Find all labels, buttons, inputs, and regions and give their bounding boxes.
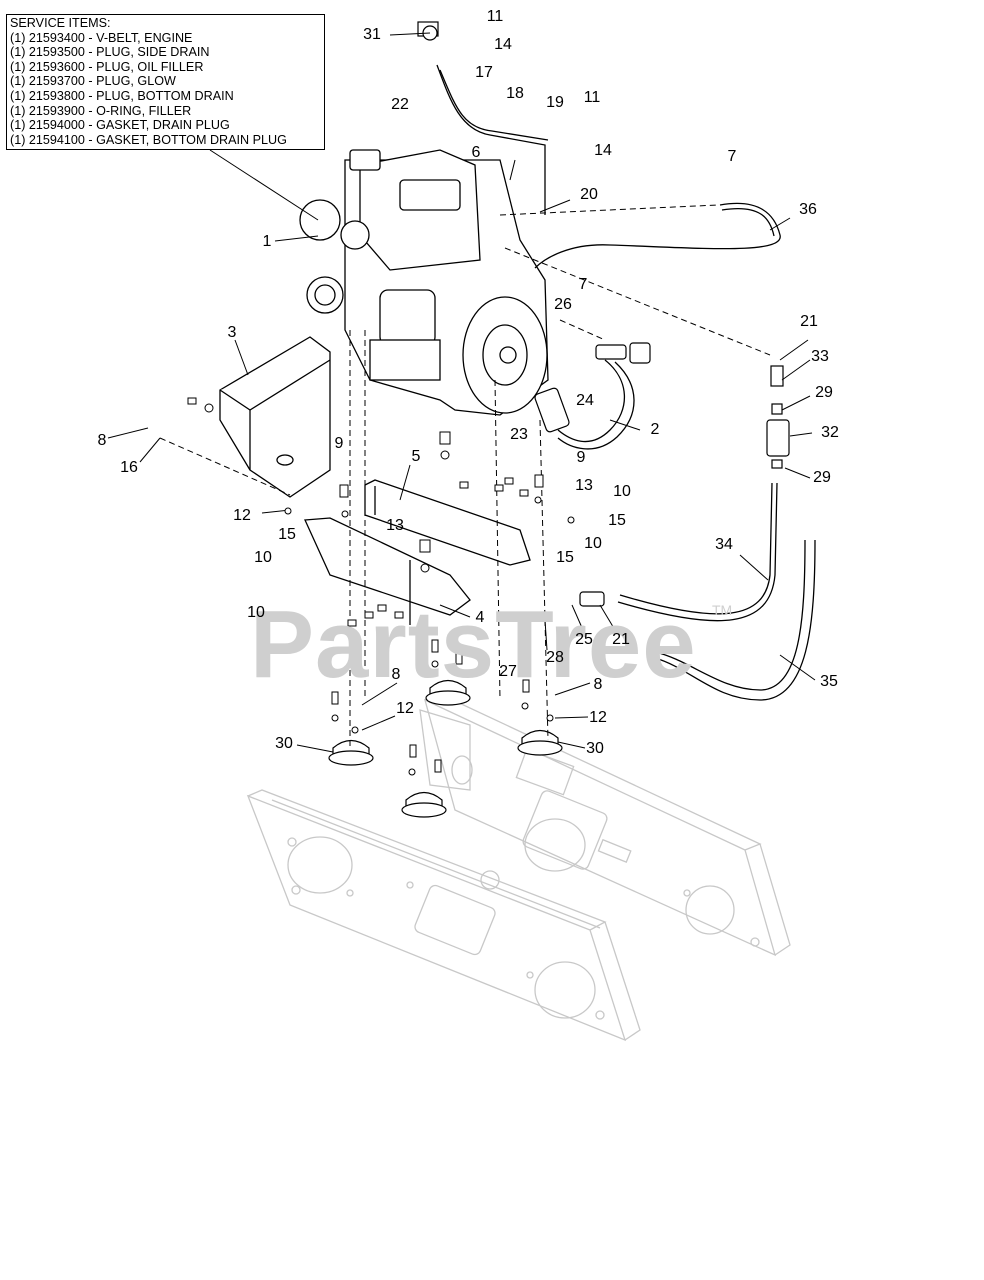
callout-number: 16 xyxy=(120,459,138,476)
callout-number: 33 xyxy=(811,348,829,365)
service-item-line: (1) 21593400 - V-BELT, ENGINE xyxy=(10,30,193,45)
watermark-trademark: TM xyxy=(712,602,733,618)
watermark: PartsTree xyxy=(250,591,697,698)
fuel-lines xyxy=(436,64,816,701)
callout-number: 13 xyxy=(575,477,593,494)
callout-number: 3 xyxy=(227,324,237,341)
callout-number: 9 xyxy=(334,435,344,452)
callout-number: 15 xyxy=(278,526,296,543)
service-items-box: SERVICE ITEMS: (1) 21593400 - V-BELT, EN… xyxy=(6,14,325,150)
service-item-line: (1) 21593800 - PLUG, BOTTOM DRAIN xyxy=(10,88,234,103)
callout-number: 36 xyxy=(799,201,817,218)
engine-mounts xyxy=(328,679,563,818)
callout-number: 2 xyxy=(650,421,660,438)
callout-number: 20 xyxy=(580,186,598,203)
service-items-heading: SERVICE ITEMS: xyxy=(10,16,111,30)
callout-number: 34 xyxy=(715,536,733,553)
dashed-assembly-lines xyxy=(159,204,771,750)
callout-number: 23 xyxy=(510,426,528,443)
callout-number: 5 xyxy=(411,448,421,465)
callout-number: 1 xyxy=(262,233,272,250)
callout-number: 27 xyxy=(499,663,517,680)
service-item-line: (1) 21593700 - PLUG, GLOW xyxy=(10,74,176,89)
callout-number: 6 xyxy=(471,144,481,161)
callout-number: 26 xyxy=(554,296,572,313)
callout-number: 30 xyxy=(275,735,293,752)
callout-number: 11 xyxy=(486,8,504,25)
callout-number: 24 xyxy=(576,392,594,409)
shroud-and-brackets xyxy=(219,336,531,625)
callout-number: 13 xyxy=(386,517,404,534)
callout-number: 22 xyxy=(391,96,409,113)
callout-number: 11 xyxy=(583,89,601,106)
hardware-bolts xyxy=(187,397,575,776)
callout-number: 35 xyxy=(820,673,838,690)
service-item-line: (1) 21594100 - GASKET, BOTTOM DRAIN PLUG xyxy=(10,132,287,147)
engine-assembly xyxy=(299,149,549,416)
callout-number: 14 xyxy=(594,142,612,159)
callout-number: 30 xyxy=(586,740,604,757)
callout-number: 15 xyxy=(608,512,626,529)
service-item-line: (1) 21594000 - GASKET, DRAIN PLUG xyxy=(10,118,230,133)
callout-number: 32 xyxy=(821,424,839,441)
callout-number: 9 xyxy=(576,449,586,466)
callout-number: 10 xyxy=(584,535,602,552)
callout-number: 10 xyxy=(254,549,272,566)
callout-number: 31 xyxy=(363,26,381,43)
callout-number: 28 xyxy=(546,649,564,666)
callout-number: 18 xyxy=(506,85,524,102)
service-item-line: (1) 21593600 - PLUG, OIL FILLER xyxy=(10,59,204,74)
callout-number: 8 xyxy=(593,676,603,693)
callout-number: 12 xyxy=(589,709,607,726)
service-item-line: (1) 21593500 - PLUG, SIDE DRAIN xyxy=(10,45,210,60)
callout-number: 12 xyxy=(396,700,414,717)
callout-number: 17 xyxy=(475,64,493,81)
callout-number: 21 xyxy=(612,631,630,648)
callout-number: 29 xyxy=(815,384,833,401)
callout-number: 29 xyxy=(813,469,831,486)
frame-rails xyxy=(246,693,791,1042)
callout-number: 19 xyxy=(546,94,564,111)
callout-number: 12 xyxy=(233,507,251,524)
callout-number: 25 xyxy=(575,631,593,648)
fuel-filter-parts xyxy=(417,21,790,607)
callout-number: 10 xyxy=(247,604,265,621)
callout-number: 21 xyxy=(800,313,818,330)
service-item-line: (1) 21593900 - O-RING, FILLER xyxy=(10,103,192,118)
leader-lines xyxy=(107,32,816,753)
callout-number: 10 xyxy=(613,483,631,500)
callout-number: 7 xyxy=(727,148,737,165)
callout-number: 4 xyxy=(475,609,485,626)
callout-number: 8 xyxy=(97,432,107,449)
callout-number: 7 xyxy=(578,276,588,293)
callout-number: 14 xyxy=(494,36,512,53)
callout-number: 15 xyxy=(556,549,574,566)
callout-number: 8 xyxy=(391,666,401,683)
